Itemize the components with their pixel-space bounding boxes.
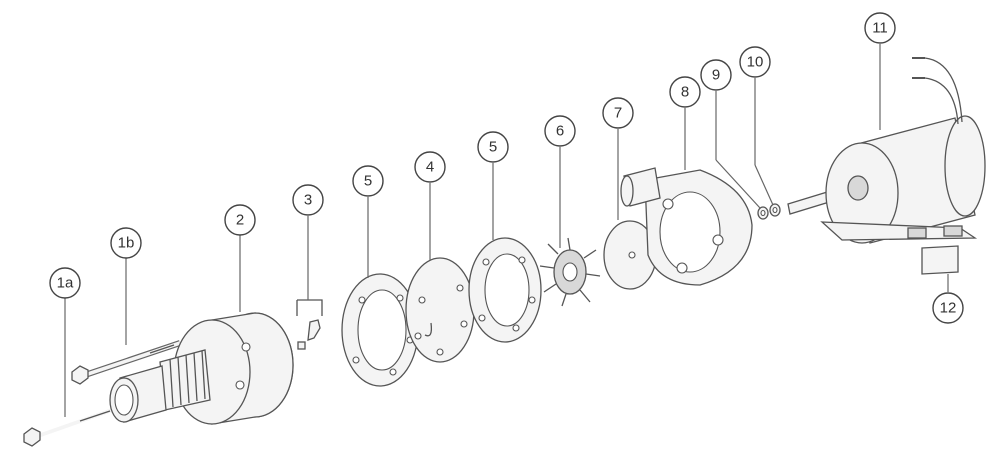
impeller-6 (539, 237, 601, 307)
callout-label: 5 (489, 139, 497, 156)
callout-label: 2 (236, 212, 244, 229)
callout-5-right: 5 (477, 131, 509, 163)
callout-2: 2 (224, 204, 256, 236)
end-cover-2 (109, 312, 294, 425)
callout-9: 9 (700, 59, 732, 91)
callout-1a: 1a (49, 267, 81, 299)
callout-label: 3 (304, 192, 312, 209)
gasket-5-right (468, 237, 542, 343)
leader-lines (64, 44, 949, 417)
callout-12: 12 (932, 292, 964, 324)
pump-housing-8 (620, 167, 753, 286)
callout-label: 7 (614, 105, 622, 122)
callout-label: 6 (556, 123, 564, 140)
callout-1b: 1b (110, 227, 142, 259)
bolt-1a (23, 408, 113, 447)
key-3 (296, 299, 323, 350)
gasket-5-left (341, 273, 419, 387)
callout-label: 9 (712, 67, 720, 84)
callout-label: 10 (747, 54, 764, 71)
callout-label: 8 (681, 84, 689, 101)
callout-label: 11 (872, 20, 888, 37)
callout-11: 11 (864, 12, 896, 44)
label-plate-12 (921, 245, 959, 275)
wear-plate-4 (405, 257, 475, 363)
callout-5-left: 5 (352, 165, 384, 197)
washer-10 (769, 203, 781, 217)
callout-label: 5 (364, 173, 372, 190)
callout-3: 3 (292, 184, 324, 216)
callout-label: 1a (57, 275, 74, 292)
washer-9 (757, 206, 769, 220)
callout-10: 10 (739, 46, 771, 78)
callout-label: 4 (426, 159, 434, 176)
motor-11 (787, 57, 986, 244)
callout-7: 7 (602, 97, 634, 129)
callout-4: 4 (414, 151, 446, 183)
callout-label: 12 (940, 300, 957, 317)
callout-6: 6 (544, 115, 576, 147)
callout-8: 8 (669, 76, 701, 108)
bolt-1b (71, 340, 181, 385)
callout-label: 1b (118, 235, 135, 252)
